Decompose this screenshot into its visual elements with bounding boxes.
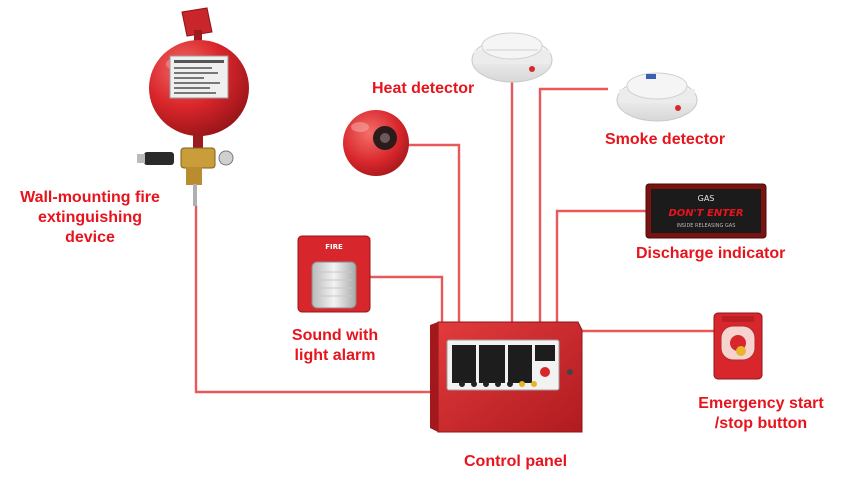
label-control-panel: Control panel	[464, 452, 567, 472]
control-panel	[430, 321, 583, 433]
label-emergency-line2: /stop button	[714, 415, 808, 432]
emergency-button	[713, 312, 763, 380]
heat-detector-bell	[343, 110, 409, 176]
smoke-detector-right	[616, 72, 698, 122]
label-emergency-line1: Emergency start	[698, 395, 824, 412]
label-sound-light-alarm: Sound with light alarm	[275, 326, 395, 366]
label-sound-line2: light alarm	[294, 347, 376, 364]
extinguisher-label-plate	[174, 60, 224, 94]
strobe-label: FIRE	[325, 243, 343, 251]
wire-discharge-indicator	[555, 209, 646, 322]
control-panel-indicators	[452, 345, 555, 383]
label-extinguisher-line1: Wall-mounting fire	[20, 189, 160, 206]
wire-smoke-detector-right	[538, 87, 608, 322]
wire-sound-light-alarm	[370, 275, 444, 322]
label-smoke-detector-text: Smoke detector	[605, 131, 726, 148]
label-discharge-indicator-text: Discharge indicator	[636, 245, 786, 262]
label-discharge-indicator: Discharge indicator	[636, 244, 785, 264]
discharge-indicator-sign: GAS DON'T ENTER INSIDE RELEASING GAS	[645, 183, 767, 239]
label-emergency-button: Emergency start /stop button	[686, 394, 836, 434]
control-panel-buttons	[459, 381, 537, 387]
fire-extinguisher-device	[137, 7, 249, 206]
sign-top-text: GAS	[698, 194, 715, 203]
sign-sub-text: INSIDE RELEASING GAS	[677, 223, 736, 229]
smoke-detector-top	[471, 32, 553, 83]
label-heat-detector: Heat detector	[372, 79, 474, 99]
label-control-panel-text: Control panel	[464, 453, 568, 470]
label-sound-line1: Sound with	[291, 327, 379, 344]
label-heat-detector-text: Heat detector	[372, 80, 475, 97]
sign-main-text: DON'T ENTER	[668, 208, 743, 219]
sound-light-alarm: FIRE	[297, 235, 371, 313]
label-extinguisher: Wall-mounting fire extinguishing device	[7, 188, 173, 248]
wire-heat-detector	[408, 143, 461, 322]
label-smoke-detector: Smoke detector	[605, 130, 725, 150]
wiring	[194, 82, 714, 394]
label-extinguisher-line2: extinguishing	[38, 209, 142, 226]
wire-extinguisher	[194, 205, 437, 394]
label-extinguisher-line3: device	[65, 229, 115, 246]
